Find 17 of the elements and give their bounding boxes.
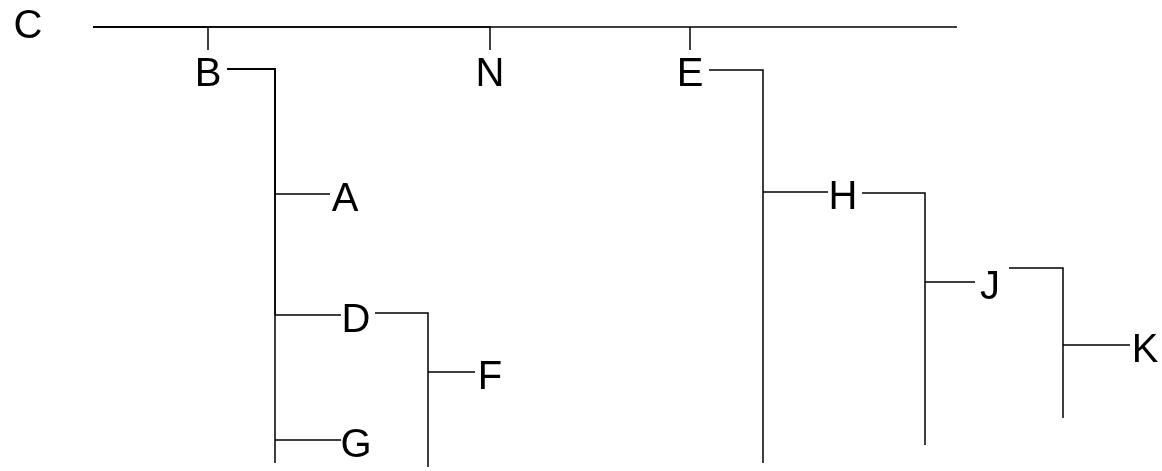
node-label: D (339, 296, 373, 340)
tree-connector (226, 68, 342, 464)
node-label: N (473, 50, 507, 94)
node-label: F (473, 353, 507, 397)
node-label: H (826, 173, 860, 217)
tree-connector (1008, 267, 1131, 419)
tree-connector (374, 312, 476, 468)
node-label: A (328, 175, 362, 219)
tree-connector (92, 26, 958, 51)
node-label: K (1128, 326, 1162, 370)
tree-connector (861, 192, 976, 446)
tree-connector (708, 69, 829, 464)
node-label: G (339, 421, 373, 465)
node-label: B (191, 50, 225, 94)
node-label: E (673, 50, 707, 94)
node-label: C (11, 2, 45, 46)
node-label: J (973, 263, 1007, 307)
